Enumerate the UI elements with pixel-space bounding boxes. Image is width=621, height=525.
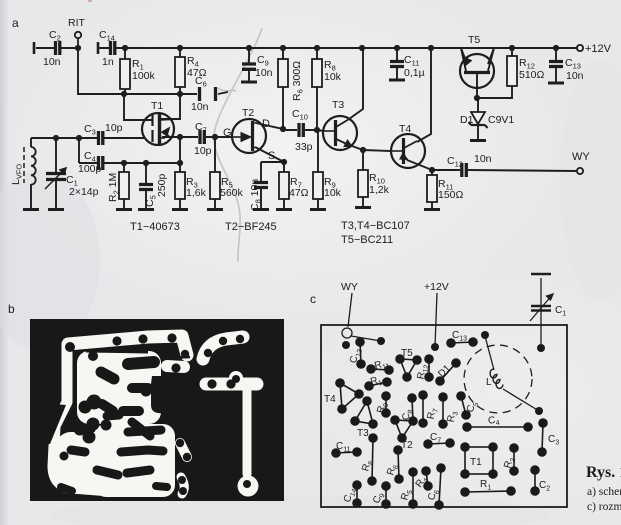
svg-text:C12: C12	[447, 155, 463, 169]
svg-text:WY: WY	[572, 151, 590, 163]
svg-text:T3: T3	[357, 428, 369, 439]
svg-text:T4: T4	[399, 123, 411, 135]
svg-text:T2−BF245: T2−BF245	[225, 221, 277, 233]
svg-text:10n: 10n	[255, 67, 273, 79]
svg-text:T2: T2	[242, 107, 254, 119]
svg-text:R10: R10	[369, 373, 387, 389]
svg-text:C6: C6	[195, 75, 207, 89]
svg-text:T1: T1	[151, 100, 163, 112]
svg-text:RIT: RIT	[68, 17, 86, 29]
svg-text:560k: 560k	[220, 187, 244, 199]
svg-text:C13: C13	[452, 330, 467, 343]
svg-text:R4: R4	[187, 55, 199, 69]
svg-text:T1−40673: T1−40673	[130, 221, 180, 233]
svg-text:C1: C1	[555, 305, 566, 318]
svg-text:C11: C11	[404, 54, 419, 68]
svg-text:c) rozm: c) rozm	[587, 501, 621, 513]
svg-text:L: L	[486, 377, 492, 388]
svg-text:R1: R1	[480, 479, 491, 492]
svg-text:G: G	[223, 127, 232, 139]
svg-text:C8 10n: C8 10n	[249, 179, 263, 211]
svg-text:47Ω: 47Ω	[289, 187, 309, 199]
svg-text:C11: C11	[336, 441, 351, 454]
svg-text:1n: 1n	[102, 56, 114, 68]
svg-text:C2: C2	[539, 480, 550, 493]
svg-text:R1: R1	[132, 58, 144, 72]
svg-text:R7: R7	[290, 176, 302, 190]
svg-text:100k: 100k	[132, 70, 156, 82]
svg-text:R5: R5	[221, 176, 233, 190]
svg-text:2×14p: 2×14p	[69, 186, 99, 198]
svg-text:T5: T5	[401, 348, 413, 359]
svg-text:10n: 10n	[474, 153, 492, 165]
svg-text:+12V: +12V	[424, 281, 449, 293]
svg-text:R9: R9	[324, 176, 336, 190]
svg-text:R7: R7	[426, 407, 440, 420]
svg-text:10p: 10p	[105, 122, 123, 134]
svg-text:a) schem: a) schem	[587, 486, 621, 498]
svg-text:T4: T4	[324, 394, 336, 405]
svg-text:C5: C5	[144, 195, 158, 207]
svg-text:C9: C9	[257, 54, 269, 68]
svg-text:10k: 10k	[324, 187, 342, 199]
svg-text:T5: T5	[468, 34, 480, 46]
svg-text:C14: C14	[99, 29, 115, 43]
svg-text:C4: C4	[84, 150, 96, 164]
svg-text:a: a	[12, 16, 19, 30]
svg-text:T3,T4−BC107: T3,T4−BC107	[341, 220, 410, 232]
svg-text:1,6k: 1,6k	[186, 187, 207, 199]
svg-text:C3: C3	[548, 434, 559, 447]
svg-text:0,1µ: 0,1µ	[404, 67, 425, 79]
svg-text:D: D	[262, 118, 270, 130]
svg-text:C7: C7	[195, 121, 207, 135]
svg-text:100p: 100p	[78, 163, 102, 175]
svg-text:R2 1M: R2 1M	[107, 173, 121, 202]
svg-text:47Ω: 47Ω	[187, 67, 207, 79]
svg-text:T1: T1	[470, 457, 482, 468]
svg-text:10n: 10n	[566, 70, 584, 82]
svg-text:C1: C1	[66, 174, 78, 188]
svg-text:D1: D1	[460, 114, 474, 126]
svg-text:33p: 33p	[295, 141, 313, 153]
svg-text:C2: C2	[49, 29, 61, 43]
svg-text:+12V: +12V	[585, 43, 612, 55]
svg-text:C7: C7	[430, 432, 441, 445]
svg-text:10n: 10n	[191, 101, 209, 113]
svg-text:R3: R3	[446, 410, 460, 423]
svg-text:150Ω: 150Ω	[438, 189, 464, 201]
svg-text:R3: R3	[186, 176, 198, 190]
svg-text:LVFO: LVFO	[10, 164, 24, 185]
svg-text:C9V1: C9V1	[488, 114, 514, 126]
svg-text:T5−BC211: T5−BC211	[341, 234, 393, 246]
svg-text:R6 300Ω: R6 300Ω	[291, 61, 305, 101]
svg-text:C3: C3	[84, 123, 96, 137]
svg-text:10k: 10k	[324, 71, 342, 83]
svg-text:10n: 10n	[43, 56, 61, 68]
svg-text:C13: C13	[565, 57, 581, 71]
svg-text:250p: 250p	[156, 173, 168, 197]
svg-text:S: S	[268, 150, 275, 162]
svg-text:T2: T2	[401, 440, 413, 451]
svg-text:WY: WY	[341, 281, 358, 293]
svg-text:1,2k: 1,2k	[369, 184, 390, 196]
svg-text:Rys. 1: Rys. 1	[586, 464, 621, 481]
svg-text:R8: R8	[324, 59, 336, 73]
svg-text:C10: C10	[292, 108, 308, 122]
svg-text:c: c	[310, 292, 316, 306]
svg-text:T3: T3	[332, 99, 344, 111]
svg-text:10p: 10p	[194, 145, 212, 157]
svg-text:b: b	[8, 302, 15, 316]
svg-text:510Ω: 510Ω	[519, 69, 545, 81]
